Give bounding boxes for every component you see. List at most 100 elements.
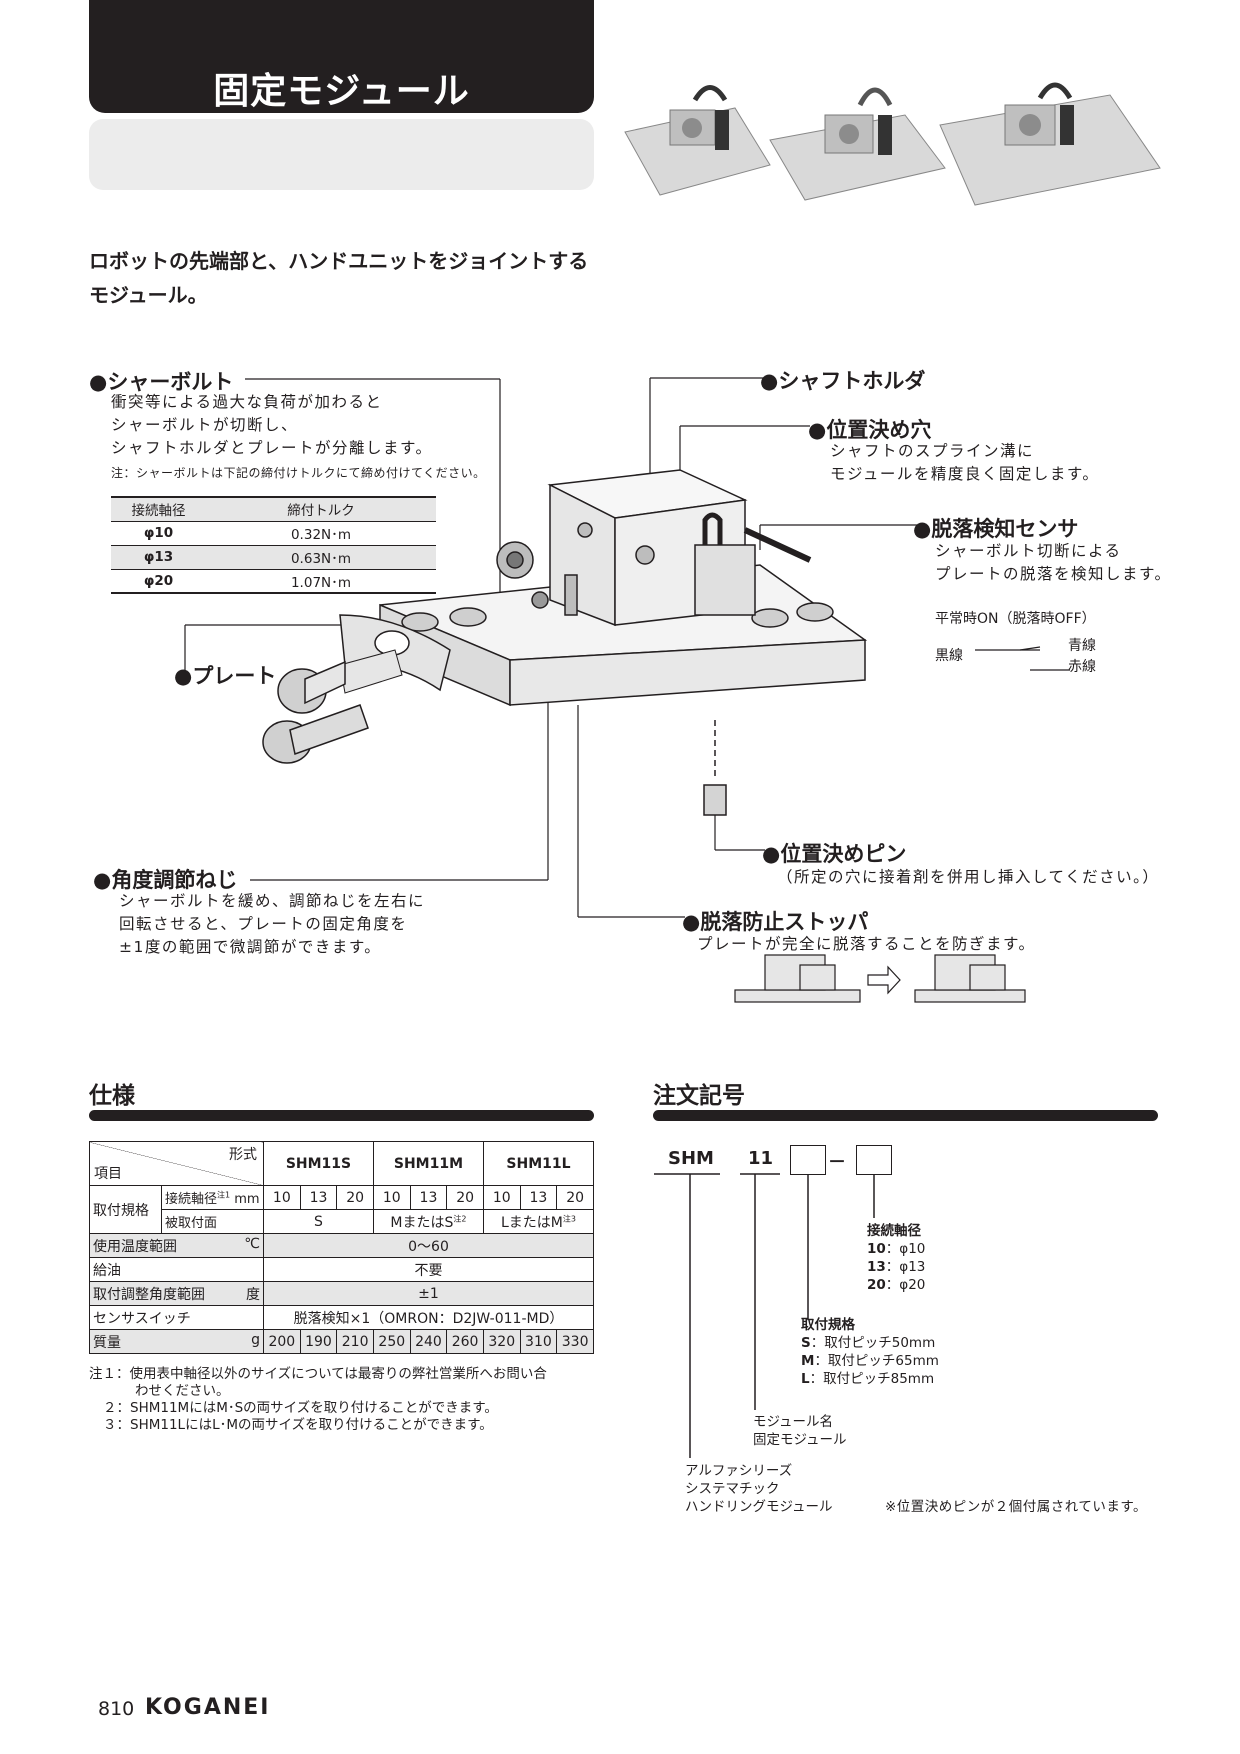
module-drawing <box>262 469 868 816</box>
desc-line: 回転させると、プレートの固定角度を <box>119 915 408 933</box>
intro-text: ロボットの先端部と、ハンドユニットをジョイントする モジュール。 <box>89 244 609 312</box>
torque-cell: 0.32N･m <box>206 521 436 546</box>
spec-cell: 10 <box>372 1185 411 1210</box>
spec-shaft-label-cell: 接続軸径注1 mm <box>161 1185 264 1210</box>
spec-surface-note: 注3 <box>562 1213 576 1223</box>
order-option-desc: ：φ20 <box>885 1277 926 1293</box>
order-title: 注文記号 <box>653 1083 745 1109</box>
order-option-code: 10 <box>867 1241 886 1257</box>
spec-cell: 10 <box>263 1185 301 1210</box>
torque-row: φ13 0.63N･m <box>111 545 436 570</box>
order-series: アルファシリーズ システマチック ハンドリングモジュール <box>685 1462 833 1516</box>
spec-row-label: 使用温度範囲 <box>93 1238 177 1255</box>
order-prefix: SHM <box>668 1148 714 1169</box>
spec-model-header: SHM11S <box>263 1141 374 1186</box>
spec-note: わせください。 <box>135 1383 230 1399</box>
torque-cell: φ10 <box>111 521 206 546</box>
spec-notes: 注１：使用表中軸径以外のサイズについては最寄りの弊社営業所へお問い合 わせくださ… <box>89 1366 547 1434</box>
spec-cell: 20 <box>556 1185 594 1210</box>
order-dash: － <box>828 1152 846 1173</box>
spec-cell: 320 <box>482 1329 521 1354</box>
torque-header: 締付トルク <box>206 497 436 522</box>
spec-cell: 190 <box>299 1329 338 1354</box>
shear-bolt-label: ●シャーボルト <box>89 370 234 394</box>
stopper-desc: プレートが完全に脱落することを防ぎます。 <box>697 935 1036 953</box>
desc-line: シャフトのスプライン溝に <box>830 442 1035 460</box>
exploded-diagram <box>184 377 1070 1003</box>
desc-line: シャーボルトが切断し、 <box>111 416 299 434</box>
sensor-state: 平常時ON（脱落時OFF） <box>935 611 1096 627</box>
intro-line: モジュール。 <box>89 283 208 307</box>
drop-sensor-label: ●脱落検知センサ <box>913 517 1079 541</box>
spec-note: ３：SHM11LにはL･Mの両サイズを取り付けることができます。 <box>103 1417 493 1433</box>
order-option-code: M <box>801 1353 815 1369</box>
spec-row-unit: 度 <box>246 1286 260 1303</box>
spec-row-value: 不要 <box>263 1257 594 1282</box>
spec-row-label-cell: 取付調整角度範囲度 <box>89 1281 264 1306</box>
spec-row-value: ±1 <box>263 1281 594 1306</box>
torque-cell: φ13 <box>111 545 206 570</box>
positioning-pin-desc: （所定の穴に接着剤を併用し挿入してください。） <box>777 868 1160 886</box>
title-bar <box>89 0 594 113</box>
product-photo-s <box>624 85 771 196</box>
spec-surface-note: 注2 <box>453 1213 467 1223</box>
order-note: ※位置決めピンが２個付属されています。 <box>885 1499 1148 1515</box>
desc-line: ±1度の範囲で微調節ができます。 <box>119 938 382 956</box>
stopper-illustration <box>734 954 1026 1003</box>
desc-line: プレートの脱落を検知します。 <box>935 565 1172 583</box>
torque-row: φ20 1.07N･m <box>111 569 436 594</box>
spec-surface-cell: S <box>263 1209 374 1234</box>
order-option: M：取付ピッチ65mm <box>801 1352 939 1370</box>
spec-surface-value: MまたはS <box>390 1214 454 1231</box>
order-module-name: 固定モジュール <box>753 1432 847 1448</box>
order-rule <box>653 1110 1158 1121</box>
wire-black-label: 黒線 <box>935 648 963 664</box>
spec-row-label-cell: センサスイッチ <box>89 1305 264 1330</box>
order-option-desc: ：取付ピッチ85mm <box>809 1371 935 1387</box>
subtitle-bar <box>89 119 594 190</box>
drop-sensor-desc: シャーボルト切断による プレートの脱落を検知します。 <box>935 540 1171 586</box>
spec-corner-top: 形式 <box>229 1147 257 1163</box>
positioning-pin-label: ●位置決めピン <box>762 842 907 866</box>
spec-row-value: 0～60 <box>263 1233 594 1258</box>
order-option: 13：φ13 <box>867 1258 925 1276</box>
spec-row-value: 脱落検知×1（OMRON：D2JW-011-MD） <box>263 1305 594 1330</box>
plate-label: ●プレート <box>174 664 277 688</box>
wire-blue-label: 青線 <box>1068 638 1096 654</box>
spec-cell: 210 <box>336 1329 374 1354</box>
torque-cell: 0.63N･m <box>206 545 436 570</box>
order-option-desc: ：φ13 <box>885 1259 926 1275</box>
order-option-desc: ：取付ピッチ50mm <box>810 1335 936 1351</box>
spec-cell: 20 <box>446 1185 484 1210</box>
spec-rule <box>89 1110 594 1121</box>
stopper-label: ●脱落防止ストッパ <box>682 910 869 934</box>
spec-shaft-note: 注1 <box>217 1190 231 1200</box>
spec-row-label: 給油 <box>93 1262 121 1279</box>
spec-surface-label: 被取付面 <box>161 1209 264 1234</box>
spec-cell: 330 <box>556 1329 594 1354</box>
torque-header: 接続軸径 <box>111 497 206 522</box>
spec-cell: 10 <box>482 1185 521 1210</box>
order-shaft-title: 接続軸径 <box>867 1223 921 1239</box>
order-mount-options: 取付規格 S：取付ピッチ50mm M：取付ピッチ65mm L：取付ピッチ85mm <box>801 1316 939 1388</box>
order-series-line: システマチック <box>685 1481 780 1497</box>
spec-cell: 13 <box>519 1185 558 1210</box>
spec-corner-bottom: 項目 <box>94 1166 122 1182</box>
spec-cell: 260 <box>446 1329 484 1354</box>
torque-cell: 1.07N･m <box>206 569 436 594</box>
spec-row: 使用温度範囲℃ 0～60 <box>89 1233 594 1258</box>
desc-line: シャーボルトを緩め、調節ねじを左右に <box>119 892 426 910</box>
desc-line: 衝突等による過大な負荷が加わると <box>111 393 383 411</box>
spec-shaft-label: 接続軸径 <box>165 1192 218 1207</box>
spec-surface-value: LまたはM <box>500 1214 563 1231</box>
order-module-title: モジュール名 <box>753 1414 834 1430</box>
shear-bolt-note: 注：シャーボルトは下記の締付けトルクにて締め付けてください。 <box>111 466 486 480</box>
order-option-code: S <box>801 1335 811 1351</box>
spec-row-label: センサスイッチ <box>93 1310 191 1327</box>
angle-screw-desc: シャーボルトを緩め、調節ねじを左右に 回転させると、プレートの固定角度を ±1度… <box>119 890 425 959</box>
spec-row: 給油 不要 <box>89 1257 594 1282</box>
product-photo-l <box>939 82 1161 206</box>
spec-cell: 250 <box>372 1329 411 1354</box>
desc-line: モジュールを精度良く固定します。 <box>830 465 1100 483</box>
